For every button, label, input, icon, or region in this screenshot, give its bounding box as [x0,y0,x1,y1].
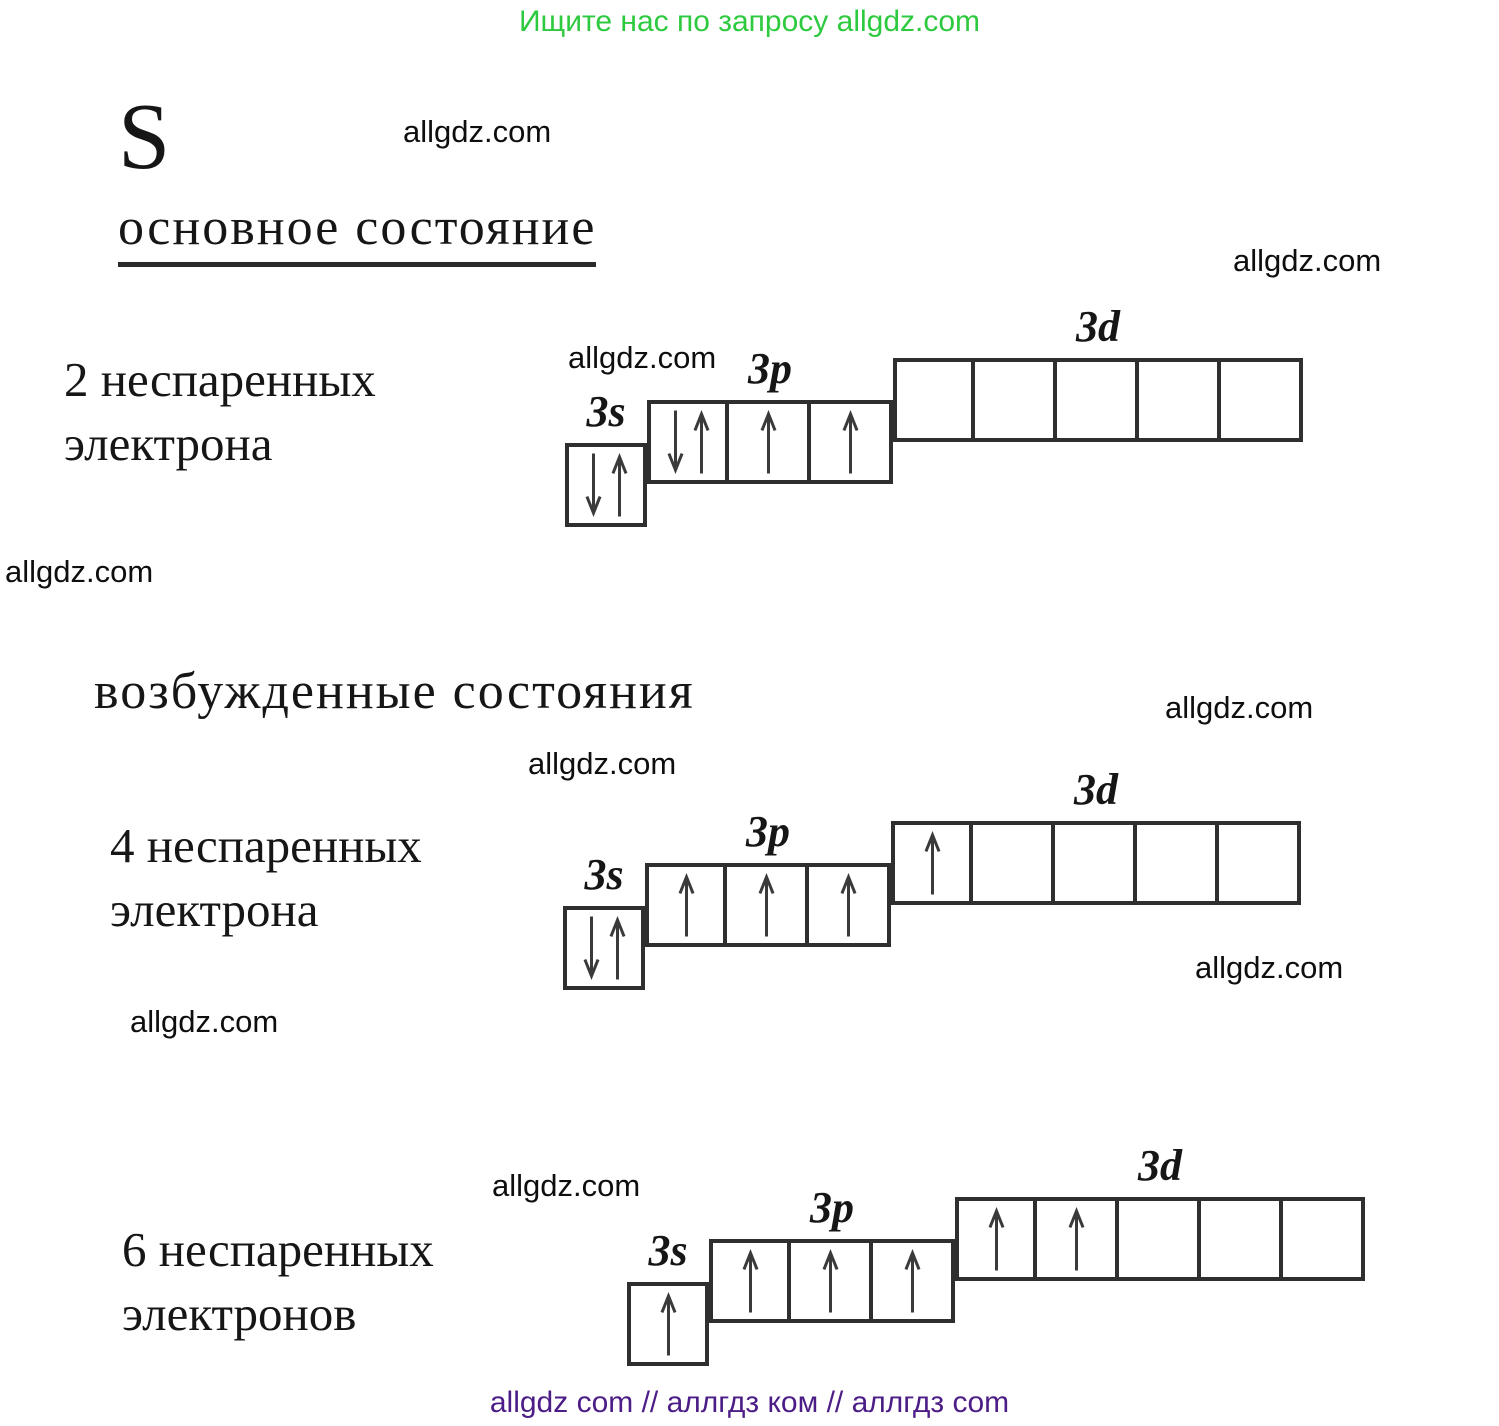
orbital-cell [1219,821,1301,905]
orbital-row-3s [565,443,647,527]
watermark: allgdz.com [5,554,154,589]
spin-up-arrow [822,1249,838,1313]
orbital-cell [563,906,645,990]
orbital-row-3p [645,863,891,947]
orbital-cell [565,443,647,527]
orbital-row-3d [955,1197,1365,1281]
orbital-label-3p: 3p [746,807,790,856]
orbital-cell [893,358,975,442]
orbital-cell [727,863,809,947]
spin-up-arrow [693,410,709,474]
watermark: allgdz.com [568,340,717,375]
orbital-cell [1037,1197,1119,1281]
spin-up-arrow [904,1249,920,1313]
spin-down-arrow [585,453,601,517]
unpaired-count-label-3: 6 неспаренных электронов [122,1218,434,1346]
spin-up-arrow [611,453,627,517]
excited-states-heading: возбужденные состояния [94,663,695,720]
spin-up-arrow [760,410,776,474]
orbital-label-3d: 3d [1076,302,1120,351]
orbital-cell [1119,1197,1201,1281]
orbital-row-3p [709,1239,955,1323]
spin-up-arrow [988,1207,1004,1271]
orbital-label-3d: 3d [1138,1141,1182,1190]
unpaired-count-line: 6 неспаренных [122,1222,434,1277]
spin-up-arrow [758,873,774,937]
orbital-cell [873,1239,955,1323]
unpaired-count-line: электрона [64,416,273,471]
spin-up-arrow [840,873,856,937]
unpaired-count-line: 2 неспаренных [64,352,376,407]
watermark: allgdz.com [403,114,552,149]
ground-state-heading: основное состояние [118,200,597,267]
orbital-label-3s: 3s [648,1226,688,1275]
spin-up-arrow [1068,1207,1084,1271]
unpaired-count-line: электрона [110,882,319,937]
orbital-row-3d [893,358,1303,442]
orbital-cell [891,821,973,905]
unpaired-count-line: электронов [122,1286,357,1341]
element-symbol: S [118,85,171,189]
orbital-cell [647,400,729,484]
orbital-cell [645,863,727,947]
unpaired-count-line: 4 неспаренных [110,818,422,873]
orbital-cell [627,1282,709,1366]
spin-up-arrow [660,1292,676,1356]
watermark: allgdz.com [492,1168,641,1203]
spin-up-arrow [678,873,694,937]
orbital-cell [1201,1197,1283,1281]
watermark: allgdz.com [130,1004,279,1039]
orbital-cell [1139,358,1221,442]
watermark: allgdz.com [1233,243,1382,278]
site-banner-text: Ищите нас по запросу allgdz.com [518,5,981,38]
watermark: allgdz.com [1195,950,1344,985]
spin-up-arrow [842,410,858,474]
orbital-cell [791,1239,873,1323]
orbital-cell [1283,1197,1365,1281]
orbital-cell [809,863,891,947]
orbital-row-3s [627,1282,709,1366]
orbital-cell [1055,821,1137,905]
spin-down-arrow [667,410,683,474]
orbital-label-3s: 3s [586,387,626,436]
spin-up-arrow [609,916,625,980]
orbital-cell [1057,358,1139,442]
orbital-row-3s [563,906,645,990]
orbital-label-3d: 3d [1074,765,1118,814]
spin-up-arrow [924,831,940,895]
spin-up-arrow [742,1249,758,1313]
orbital-row-3p [647,400,893,484]
watermark: allgdz.com [1165,690,1314,725]
orbital-cell [975,358,1057,442]
footer-text: allgdz com // аллгдз ком // аллгдз com [489,1386,1010,1419]
orbital-cell [709,1239,791,1323]
orbital-row-3d [891,821,1301,905]
orbital-cell [1221,358,1303,442]
orbital-cell [1137,821,1219,905]
spin-down-arrow [583,916,599,980]
orbital-label-3p: 3p [748,344,792,393]
unpaired-count-label-1: 2 неспаренных электрона [64,348,376,476]
orbital-label-3s: 3s [584,850,624,899]
watermark: allgdz.com [528,746,677,781]
unpaired-count-label-2: 4 неспаренных электрона [110,814,422,942]
orbital-cell [811,400,893,484]
orbital-label-3p: 3p [810,1183,854,1232]
orbital-cell [729,400,811,484]
orbital-cell [955,1197,1037,1281]
orbital-cell [973,821,1055,905]
